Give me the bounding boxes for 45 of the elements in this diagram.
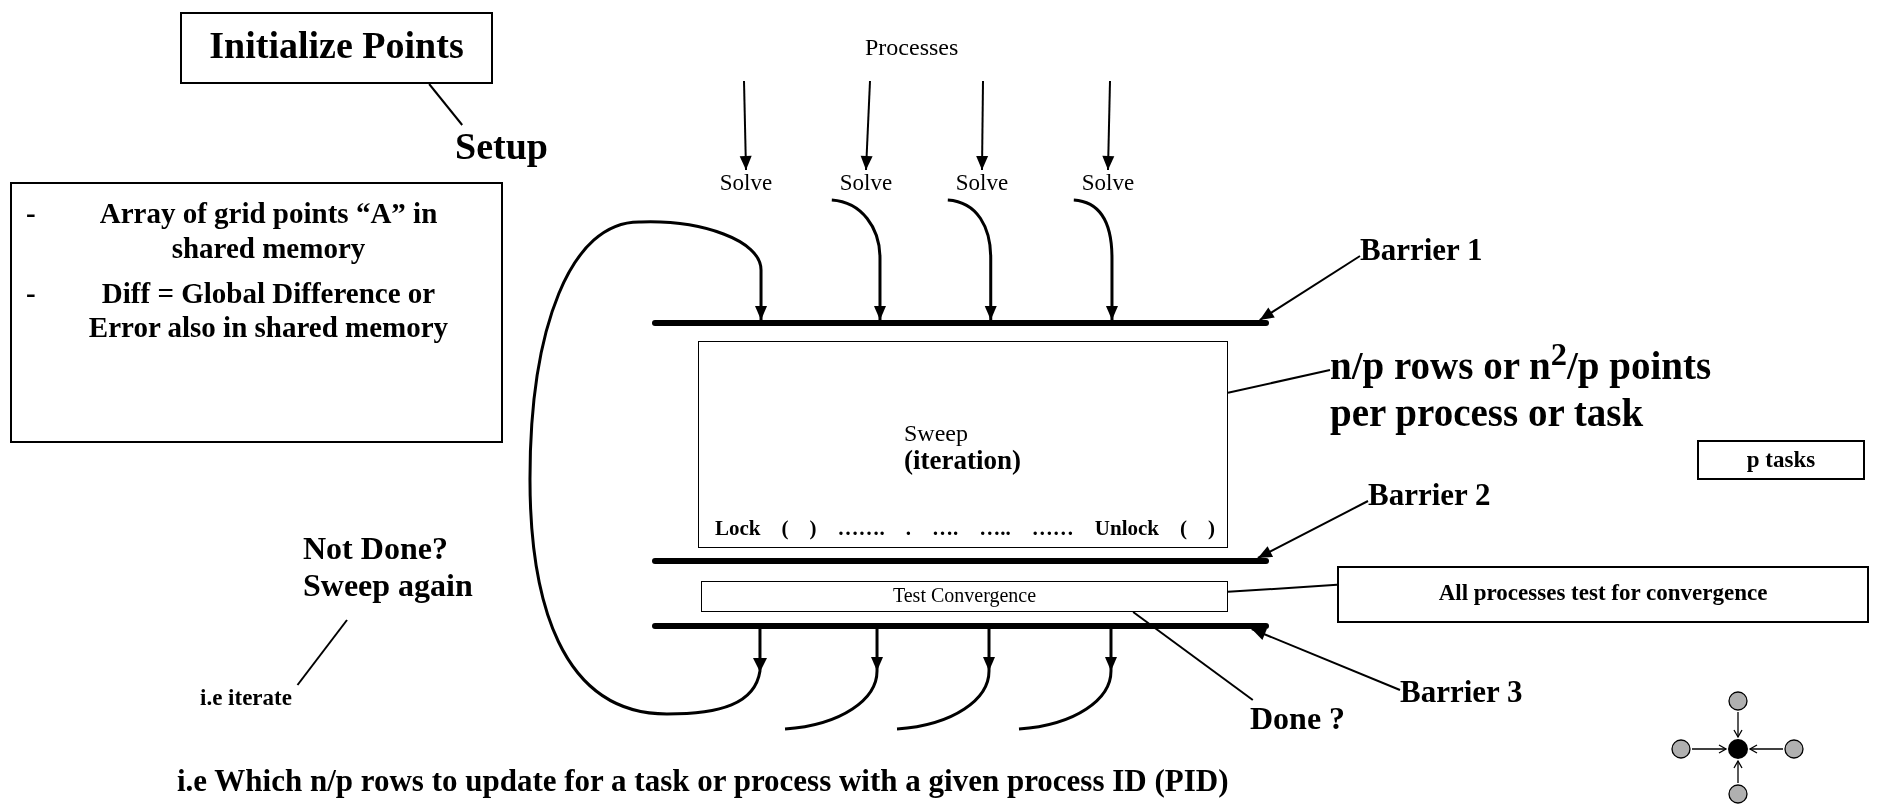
note-box: All processes test for convergence [1337,566,1869,623]
leader-line [296,619,348,686]
code-line: Lock ( ) ……. . …. ….. …… Unlock ( ) [715,516,1215,541]
process-label: Solve [701,170,791,200]
loop-label: Not Done? Sweep again [303,530,523,620]
heading-label: Processes [865,34,959,61]
step-label: Setup [455,125,575,175]
barrier-bar [652,623,1269,629]
sweep-box [698,341,1228,548]
leader-line [1227,369,1331,394]
leader-line [428,83,464,126]
decision-label: Done ? [1250,700,1390,742]
annotation-text: n/p rows or n$^{2}$/p points per process or task [1330,335,1762,435]
annotation-text: i.e iterate [200,685,330,717]
process-label: Solve [937,170,1027,200]
leader-line [1227,583,1338,593]
note-text: Array of grid points “A” in shared memory [98,196,439,266]
barrier-bar [652,558,1269,564]
arrow [1250,628,1401,691]
process-label: Solve [821,170,911,200]
bullet-dash: - [26,196,37,231]
barrier-label: Barrier 3 [1400,674,1580,714]
footnote-text: i.e Which n/p rows to update for a task or process with a given process ID (PID) [177,764,1229,799]
arrow [1073,198,1118,320]
barrier-bar [652,320,1269,326]
process-box: Initialize Points [180,12,493,84]
arrow [1256,500,1369,559]
leader-line [1132,611,1254,701]
barrier-label: Barrier 2 [1368,477,1548,517]
arrow [831,198,886,320]
bullet-dash: - [26,275,37,311]
box-title: Sweep [904,420,968,447]
barrier-label: Barrier 1 [1360,232,1540,272]
arrow [947,198,997,320]
note-box: p tasks [1697,440,1865,480]
arrow [739,80,752,171]
process-label: Solve [1063,170,1153,200]
arrow [860,80,873,171]
box-subtitle: (iteration) [904,446,1021,477]
note-text: Diff = Global Difference or Error also in shared memory [87,275,450,346]
test-box: Test Convergence [701,581,1228,612]
arrow [976,80,989,171]
arrow [1102,80,1115,171]
note-box [10,182,503,443]
arrow [1258,255,1361,321]
